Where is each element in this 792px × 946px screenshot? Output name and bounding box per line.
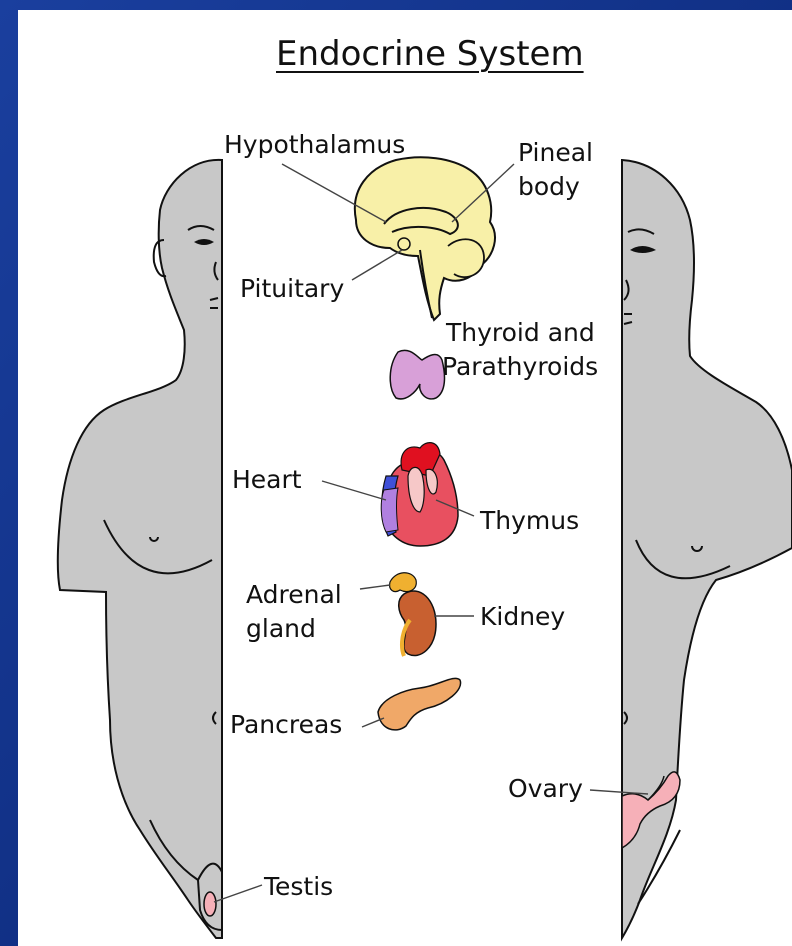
adrenal-organ xyxy=(390,573,417,592)
brain-organ xyxy=(355,157,495,320)
testis-organ xyxy=(204,892,216,916)
label-pituitary: Pituitary xyxy=(240,274,344,304)
leader-pituitary xyxy=(352,250,402,280)
leader-adrenal xyxy=(360,585,390,589)
thyroid-organ xyxy=(390,350,444,399)
label-pineal-line2: body xyxy=(518,172,580,202)
diagram-panel: Endocrine System Hypothalamus Pineal bod… xyxy=(18,10,792,946)
label-hypothalamus: Hypothalamus xyxy=(224,130,405,160)
label-thymus: Thymus xyxy=(480,506,579,536)
label-adrenal-line1: Adrenal xyxy=(246,580,342,610)
label-thyroid-line2: Parathyroids xyxy=(442,352,598,382)
label-pancreas: Pancreas xyxy=(230,710,342,740)
leader-heart xyxy=(322,481,386,500)
label-heart: Heart xyxy=(232,465,302,495)
label-thyroid-line1: Thyroid and xyxy=(446,318,595,348)
heart-left-side xyxy=(381,488,398,532)
label-adrenal-line2: gland xyxy=(246,614,316,644)
pancreas-organ xyxy=(378,678,461,730)
label-testis: Testis xyxy=(264,872,333,902)
label-ovary: Ovary xyxy=(508,774,583,804)
label-pineal-line1: Pineal xyxy=(518,138,593,168)
kidney-organ xyxy=(399,591,436,656)
label-kidney: Kidney xyxy=(480,602,565,632)
female-body-half xyxy=(622,160,792,938)
male-body-half xyxy=(58,160,222,938)
pituitary-organ xyxy=(398,238,410,250)
diagram-title: Endocrine System xyxy=(276,34,584,74)
